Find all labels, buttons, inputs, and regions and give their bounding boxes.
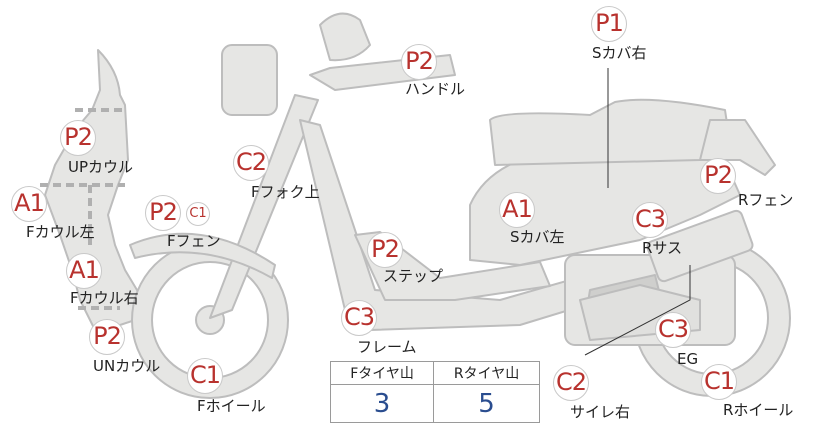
- front-fender-shape: [129, 232, 276, 279]
- part-label-s-cover-right: Sカバ右: [592, 44, 647, 62]
- grade-badge-frame: C3: [341, 300, 377, 336]
- part-label-frame: フレーム: [357, 338, 417, 356]
- grade-badge-s-cover-left: A1: [499, 192, 535, 228]
- front-cowl-shape: [44, 49, 151, 331]
- part-label-f-fender: Fフェン: [167, 232, 221, 250]
- grade-badge-step: P2: [367, 232, 403, 268]
- headlight-shape: [221, 44, 278, 116]
- grade-badge-muffler-right: C2: [553, 365, 589, 401]
- part-label-s-cover-left: Sカバ左: [510, 228, 565, 246]
- part-label-f-wheel: Fホイール: [197, 397, 266, 415]
- grade-badge-f-cowl-left: A1: [11, 186, 47, 222]
- grade-badge-r-suspension: C3: [632, 202, 668, 238]
- grade-badge-r-fender: P2: [700, 158, 736, 194]
- grade-badge-s-cover-right: P1: [591, 6, 627, 42]
- tire-tread-table: Fタイヤ山 Rタイヤ山 3 5: [329, 360, 540, 423]
- sub-grade-badge-f-fender: C1: [186, 202, 210, 226]
- part-label-r-suspension: Rサス: [642, 239, 683, 257]
- grade-badge-f-wheel: C1: [187, 358, 223, 394]
- part-label-r-wheel: Rホイール: [723, 401, 794, 419]
- grade-badge-handle: P2: [401, 44, 437, 80]
- rear-tire-header: Rタイヤ山: [433, 360, 540, 386]
- part-label-up-cowl: UPカウル: [68, 158, 134, 176]
- part-label-f-cowl-left: Fカウル左: [26, 223, 95, 241]
- leader-muffler: [584, 265, 691, 356]
- front-tire-value: 3: [329, 384, 435, 423]
- part-label-engine: EG: [677, 350, 699, 368]
- part-label-f-cowl-right: Fカウル右: [70, 289, 139, 307]
- mirror-shape: [319, 12, 371, 62]
- part-label-muffler-right: サイレ右: [570, 403, 631, 421]
- front-tire-header: Fタイヤ山: [329, 360, 435, 386]
- grade-badge-f-fender: P2: [145, 195, 181, 231]
- grade-badge-up-cowl: P2: [60, 120, 96, 156]
- part-label-f-fork-upper: Fフォク上: [251, 183, 320, 201]
- seat-shape: [489, 98, 729, 166]
- grade-badge-r-wheel: C1: [701, 364, 737, 400]
- rear-tire-value: 5: [433, 384, 540, 423]
- rear-suspension-shape: [646, 209, 754, 283]
- part-label-un-cowl: UNカウル: [93, 357, 161, 375]
- part-label-step: ステップ: [383, 267, 444, 285]
- grade-badge-un-cowl: P2: [89, 319, 125, 355]
- part-label-handle: ハンドル: [405, 80, 466, 98]
- grade-badge-f-fork-upper: C2: [233, 145, 269, 181]
- grade-badge-f-cowl-right: A1: [66, 253, 102, 289]
- rear-fender-shape: [699, 119, 776, 176]
- grade-badge-engine: C3: [655, 312, 691, 348]
- part-label-r-fender: Rフェン: [738, 191, 794, 209]
